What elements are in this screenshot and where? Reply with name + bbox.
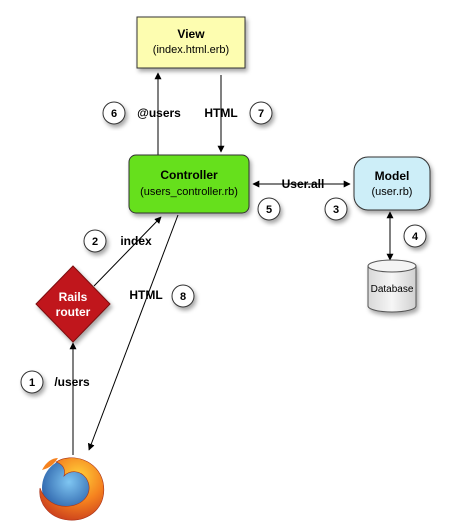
view-node: View (index.html.erb) xyxy=(136,16,246,69)
step-7-badge: 7 xyxy=(249,101,273,125)
index-label: index xyxy=(120,234,152,248)
controller-node: Controller (users_controller.rb) xyxy=(128,154,250,214)
view-box xyxy=(136,16,246,69)
step-6-number: 6 xyxy=(111,108,117,120)
database-label: Database xyxy=(371,284,414,295)
database-cylinder-body xyxy=(367,266,417,313)
step-8-badge: 8 xyxy=(171,284,195,308)
response-html-arrow xyxy=(87,214,179,451)
step-4-badge: 4 xyxy=(403,224,427,248)
view-html-label: HTML xyxy=(204,106,237,120)
step-4-number: 4 xyxy=(412,231,419,243)
index-arrow xyxy=(93,216,162,287)
database-cylinder-top xyxy=(367,259,417,273)
step-3-number: 3 xyxy=(333,204,339,216)
step-2-badge: 2 xyxy=(83,229,107,253)
users-request-label: /users xyxy=(54,375,90,389)
view-subtitle: (index.html.erb) xyxy=(153,44,229,56)
step-5-badge: 5 xyxy=(257,197,281,221)
step-1-badge: 1 xyxy=(20,370,44,394)
firefox-fox xyxy=(39,457,105,521)
step-5-number: 5 xyxy=(266,204,272,216)
database-node: Database xyxy=(367,259,417,313)
step-7-number: 7 xyxy=(258,108,264,120)
view-title: View xyxy=(177,27,205,41)
response-html-label: HTML xyxy=(129,288,162,302)
model-subtitle: (user.rb) xyxy=(372,186,413,198)
firefox-fox-ear xyxy=(42,458,58,470)
router-diamond xyxy=(35,265,111,343)
router-label-line1: Rails xyxy=(59,290,88,304)
users-var-label: @users xyxy=(137,106,181,120)
router-label-line2: router xyxy=(56,305,91,319)
step-6-badge: 6 xyxy=(102,101,126,125)
step-8-number: 8 xyxy=(180,291,186,303)
step-1-number: 1 xyxy=(29,377,35,389)
firefox-icon xyxy=(39,457,105,521)
user-all-label: User.all xyxy=(282,177,325,191)
model-node: Model (user.rb) xyxy=(353,156,431,211)
model-title: Model xyxy=(375,169,410,183)
controller-title: Controller xyxy=(160,168,218,182)
step-3-badge: 3 xyxy=(324,197,348,221)
controller-box xyxy=(128,154,250,214)
controller-subtitle: (users_controller.rb) xyxy=(140,186,238,198)
model-box xyxy=(353,156,431,211)
step-2-number: 2 xyxy=(92,236,98,248)
router-node: Rails router xyxy=(35,265,111,343)
